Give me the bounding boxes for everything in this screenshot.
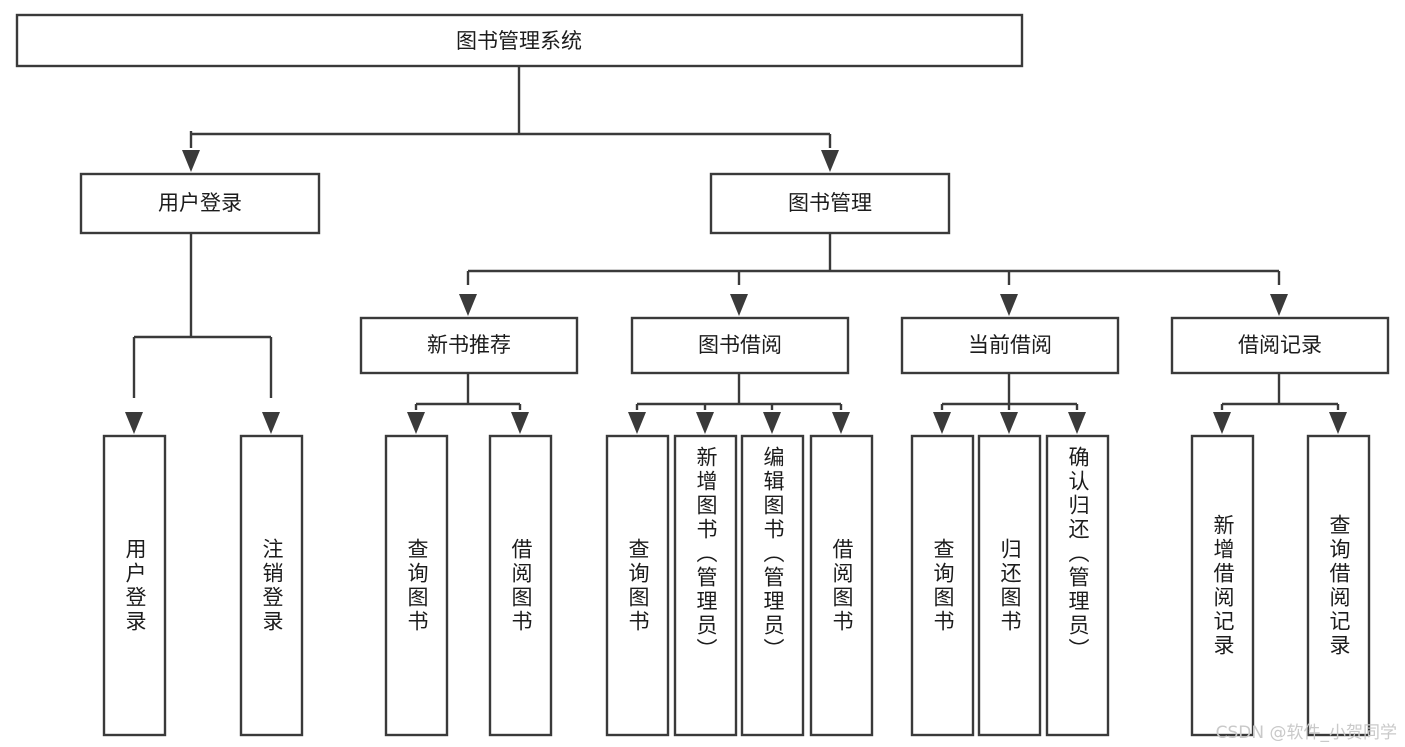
leaf-query-book-1-box[interactable] — [384, 434, 449, 737]
arrowhead-leaf-borrow-book-1 — [511, 412, 529, 434]
arrowhead-book-borrow — [730, 294, 748, 316]
leaf-user-login-label: 用户登录 — [123, 538, 147, 634]
node-current-borrow-box[interactable] — [900, 316, 1120, 375]
node-root[interactable]: 图书管理系统 — [15, 13, 1024, 68]
node-book-borrow[interactable]: 图书借阅 — [630, 316, 850, 375]
leaf-query-book-1-label: 查询图书 — [405, 538, 429, 634]
leaf-query-record-box[interactable] — [1306, 434, 1371, 737]
leaf-query-book-1[interactable]: 查询图书 — [384, 434, 449, 737]
arrowhead-leaf-query-book-3 — [933, 412, 951, 434]
leaf-return-book-label: 归还图书 — [998, 538, 1022, 634]
leaf-query-record-label: 查询借阅记录 — [1327, 514, 1351, 658]
arrowhead-leaf-return-book — [1000, 412, 1018, 434]
leaf-add-book[interactable]: 新增图书（管理员） — [673, 434, 738, 737]
leaf-edit-book[interactable]: 编辑图书（管理员） — [740, 434, 805, 737]
leaf-confirm-return-label: 确认归还（管理员） — [1066, 446, 1090, 662]
leaf-user-logout-box[interactable] — [239, 434, 304, 737]
arrowhead-leaf-query-record — [1329, 412, 1347, 434]
arrowhead-user-login — [182, 150, 200, 172]
arrowhead-borrow-record — [1270, 294, 1288, 316]
arrowhead-leaf-query-book-1 — [407, 412, 425, 434]
leaf-borrow-book-1[interactable]: 借阅图书 — [488, 434, 553, 737]
arrowhead-current-borrow — [1000, 294, 1018, 316]
leaf-query-book-3-box[interactable] — [910, 434, 975, 737]
leaf-user-logout-label: 注销登录 — [260, 538, 284, 634]
node-borrow-record-label: 借阅记录 — [1238, 333, 1322, 357]
node-book-borrow-box[interactable] — [630, 316, 850, 375]
node-book-manage[interactable]: 图书管理 — [709, 172, 951, 235]
leaf-confirm-return-box[interactable] — [1045, 434, 1110, 737]
leaf-add-book-box[interactable] — [673, 434, 738, 737]
node-new-book-rec-label: 新书推荐 — [427, 333, 511, 357]
arrowhead-leaf-query-book-2 — [628, 412, 646, 434]
arrowhead-leaf-user-logout — [262, 412, 280, 434]
leaf-user-login[interactable]: 用户登录 — [102, 434, 167, 737]
leaf-query-record[interactable]: 查询借阅记录 — [1306, 434, 1371, 737]
leaf-query-book-3[interactable]: 查询图书 — [910, 434, 975, 737]
node-borrow-record[interactable]: 借阅记录 — [1170, 316, 1390, 375]
node-book-manage-box[interactable] — [709, 172, 951, 235]
leaf-add-book-label: 新增图书（管理员） — [694, 446, 718, 662]
node-root-box[interactable] — [15, 13, 1024, 68]
node-new-book-rec-box[interactable] — [359, 316, 579, 375]
node-book-manage-label: 图书管理 — [788, 191, 872, 215]
arrowhead-book-manage — [821, 150, 839, 172]
leaf-edit-book-box[interactable] — [740, 434, 805, 737]
leaf-query-book-2-label: 查询图书 — [626, 538, 650, 634]
leaf-query-book-2-box[interactable] — [605, 434, 670, 737]
node-user-login[interactable]: 用户登录 — [79, 172, 321, 235]
leaf-user-logout[interactable]: 注销登录 — [239, 434, 304, 737]
leaf-return-book-box[interactable] — [977, 434, 1042, 737]
node-current-borrow[interactable]: 当前借阅 — [900, 316, 1120, 375]
leaf-borrow-book-2-label: 借阅图书 — [830, 538, 854, 634]
leaf-add-record[interactable]: 新增借阅记录 — [1190, 434, 1255, 737]
node-user-login-label: 用户登录 — [158, 191, 242, 215]
leaf-query-book-3-label: 查询图书 — [931, 538, 955, 634]
leaf-add-record-box[interactable] — [1190, 434, 1255, 737]
leaf-borrow-book-1-label: 借阅图书 — [509, 538, 533, 634]
leaf-user-login-box[interactable] — [102, 434, 167, 737]
leaf-return-book[interactable]: 归还图书 — [977, 434, 1042, 737]
arrowhead-leaf-add-book — [696, 412, 714, 434]
node-book-borrow-label: 图书借阅 — [698, 333, 782, 357]
arrowhead-leaf-user-login — [125, 412, 143, 434]
node-new-book-rec[interactable]: 新书推荐 — [359, 316, 579, 375]
leaf-borrow-book-1-box[interactable] — [488, 434, 553, 737]
node-user-login-box[interactable] — [79, 172, 321, 235]
leaf-edit-book-label: 编辑图书（管理员） — [761, 446, 785, 662]
leaf-confirm-return[interactable]: 确认归还（管理员） — [1045, 434, 1110, 737]
node-current-borrow-label: 当前借阅 — [968, 333, 1052, 357]
arrowhead-new-book-rec — [459, 294, 477, 316]
leaf-borrow-book-2-box[interactable] — [809, 434, 874, 737]
node-borrow-record-box[interactable] — [1170, 316, 1390, 375]
arrowhead-leaf-confirm-return — [1068, 412, 1086, 434]
leaf-query-book-2[interactable]: 查询图书 — [605, 434, 670, 737]
arrowhead-leaf-add-record — [1213, 412, 1231, 434]
connector-layer — [125, 66, 1347, 434]
node-root-label: 图书管理系统 — [456, 29, 582, 53]
arrowhead-leaf-edit-book — [763, 412, 781, 434]
leaf-borrow-book-2[interactable]: 借阅图书 — [809, 434, 874, 737]
leaf-add-record-label: 新增借阅记录 — [1211, 514, 1235, 658]
arrowhead-leaf-borrow-book-2 — [832, 412, 850, 434]
